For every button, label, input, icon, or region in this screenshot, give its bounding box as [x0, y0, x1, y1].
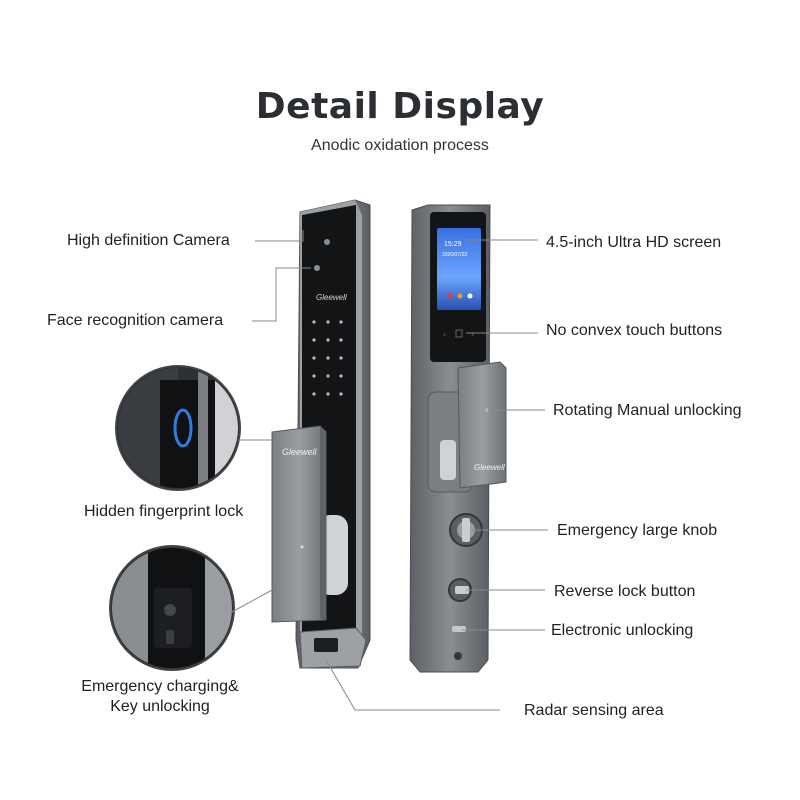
label-electronic: Electronic unlocking [551, 622, 694, 639]
handle-brand-text: Gleewell [282, 447, 318, 457]
label-touch-buttons: No convex touch buttons [546, 322, 723, 339]
radar-sensor [314, 638, 338, 652]
label-face-camera: Face recognition camera [47, 312, 224, 329]
screen-time: 15:29 [444, 241, 462, 248]
electronic-unlock-switch [452, 626, 466, 632]
keypad [312, 320, 343, 396]
leader-lines [231, 230, 548, 711]
front-lock: Gleewell Gleewell [271, 199, 371, 669]
charging-inset [109, 545, 235, 671]
front-brand-text: Gleewell [316, 293, 347, 302]
label-screen: 4.5-inch Ultra HD screen [546, 234, 722, 251]
label-hd-camera: High definition Camera [67, 232, 230, 249]
label-reverse: Reverse lock button [554, 583, 696, 600]
back-handle-brand: Gleewell [474, 463, 505, 472]
label-charging-line2: Key unlocking [110, 698, 210, 715]
hd-camera-dot [324, 239, 330, 245]
back-lock: 15:29 2020/07/23 ‹ › Gleewell [409, 204, 507, 673]
label-radar: Radar sensing area [524, 702, 664, 719]
label-fingerprint: Hidden fingerprint lock [84, 503, 244, 520]
face-camera-dot [314, 265, 320, 271]
label-knob: Emergency large knob [557, 522, 718, 539]
touch-forward-icon: › [471, 330, 474, 339]
hd-screen [437, 228, 481, 310]
label-manual: Rotating Manual unlocking [553, 402, 742, 419]
page-title: Detail Display [255, 86, 545, 127]
fingerprint-inset [115, 365, 241, 491]
touch-home-icon [455, 329, 463, 338]
back-handle [457, 361, 507, 489]
screen-date: 2020/07/23 [442, 252, 467, 258]
touch-back-icon: ‹ [443, 330, 446, 339]
page-subtitle: Anodic oxidation process [311, 137, 489, 154]
label-charging: Emergency charging& Key unlocking [60, 677, 260, 717]
fingerprint-ring [173, 408, 193, 448]
label-charging-line1: Emergency charging& [81, 678, 239, 695]
